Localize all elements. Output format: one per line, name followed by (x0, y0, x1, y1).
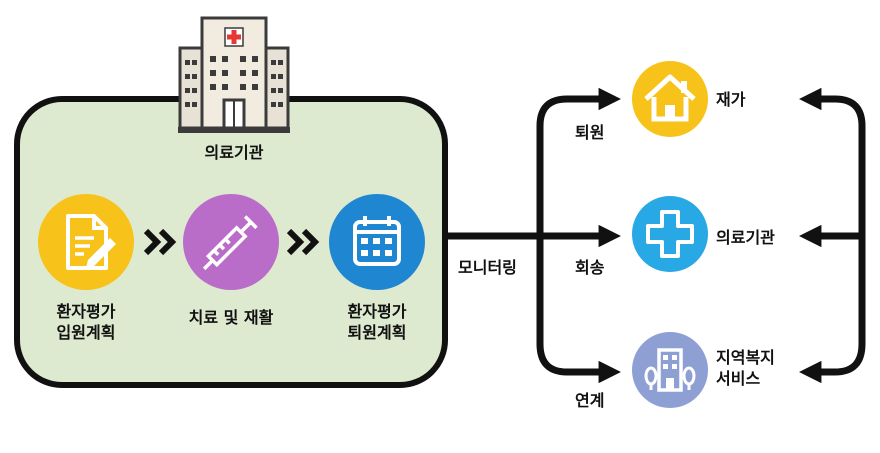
institution-label: 의료기관 (204, 143, 264, 162)
step-label-discharge-plan: 환자평가 퇴원계획 (347, 302, 407, 342)
document-pen-icon (66, 214, 116, 270)
dest-circle-welfare (632, 332, 708, 408)
double-chevron-icon (287, 228, 320, 256)
path-label-referral: 연계 (575, 391, 605, 410)
house-icon (644, 74, 696, 122)
dest-label-welfare: 지역복지 서비스 (716, 348, 775, 388)
dest-label-home: 재가 (716, 90, 746, 109)
double-chevron-icon (144, 228, 177, 256)
dest-circle-medical (632, 196, 708, 272)
dest-label-medical: 의료기관 (716, 228, 775, 247)
path-label-discharge: 퇴원 (575, 123, 605, 142)
branch-arrow-referral (536, 236, 621, 384)
return-arrow-top (799, 87, 866, 236)
community-building-icon (644, 348, 696, 392)
medical-cross-icon (646, 210, 694, 258)
path-label-transfer: 회송 (575, 258, 605, 277)
step-label-admission: 환자평가 입원계획 (56, 302, 116, 342)
step-circle-discharge-plan (329, 194, 425, 290)
hospital-building-icon (178, 16, 290, 133)
return-arrow-bottom (799, 236, 866, 384)
dest-circle-home (632, 61, 708, 137)
branch-arrow-discharge (536, 87, 621, 236)
monitoring-label: 모니터링 (458, 258, 517, 277)
syringe-icon (202, 215, 258, 271)
calendar-icon (353, 216, 401, 266)
step-label-treatment: 치료 및 재활 (188, 308, 274, 327)
step-circle-treatment (183, 194, 279, 290)
step-circle-admission (38, 194, 134, 290)
